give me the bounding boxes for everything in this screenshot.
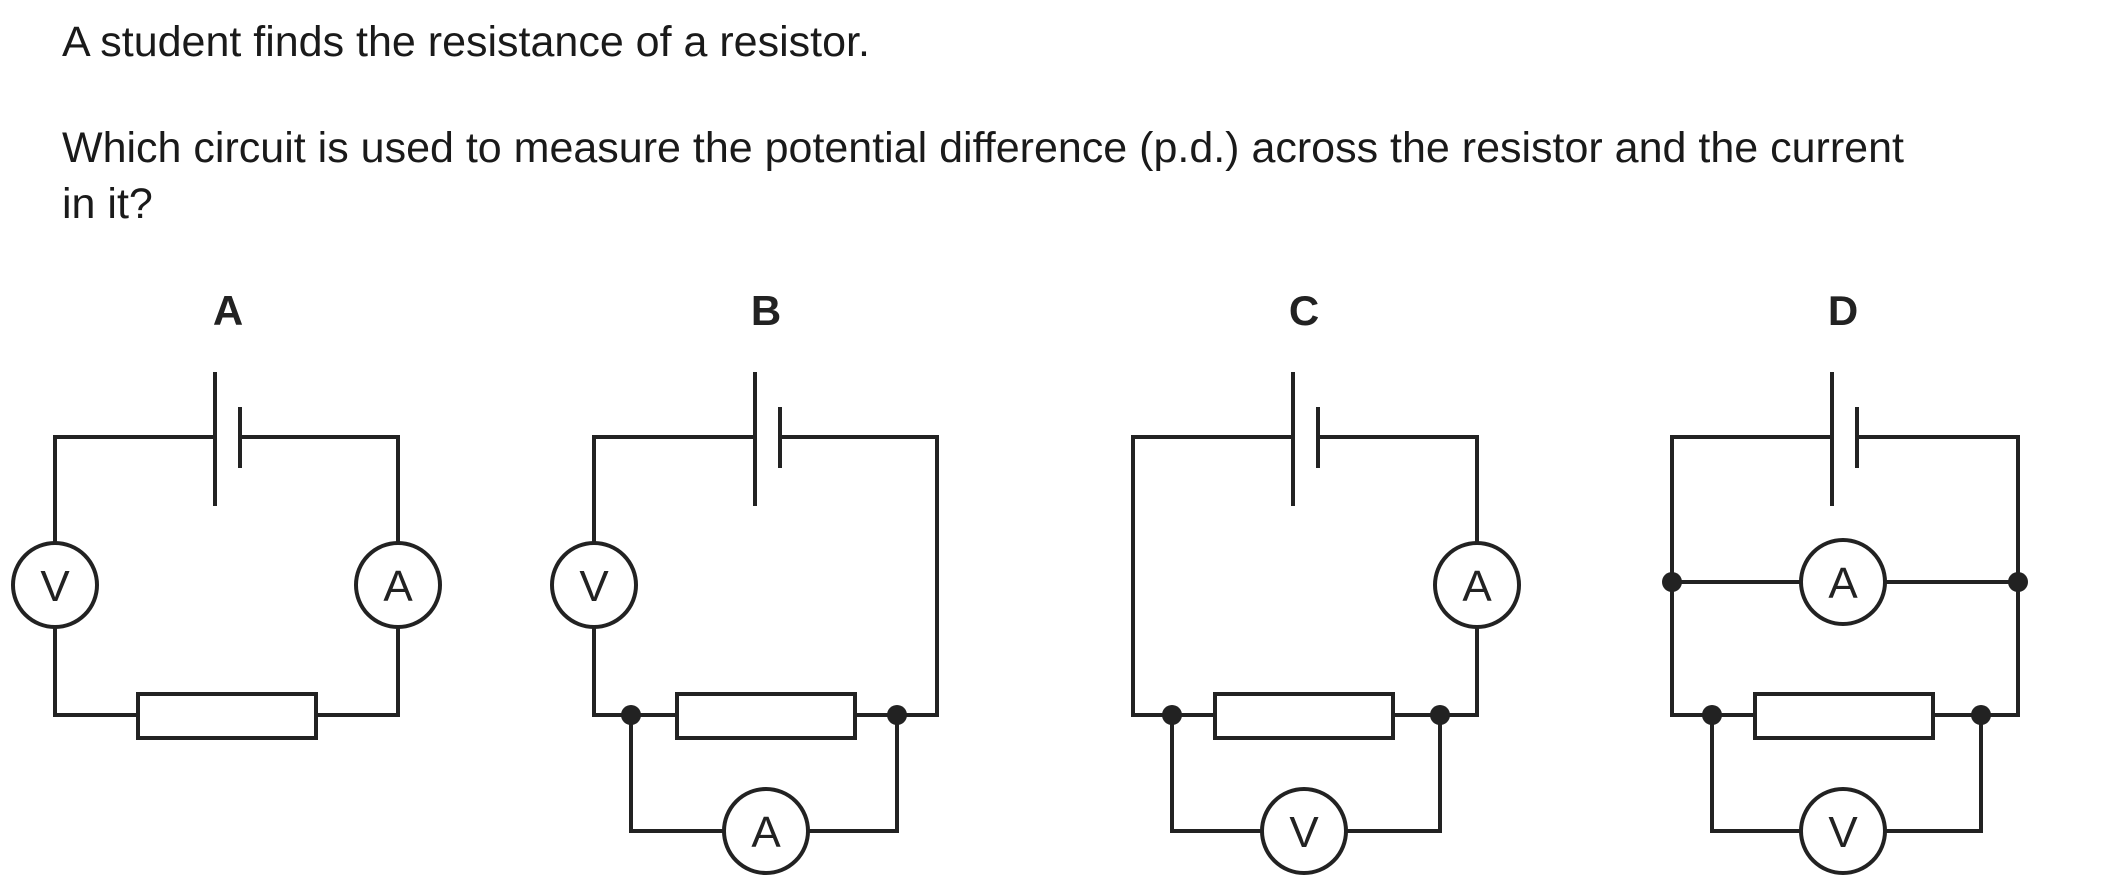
option-label-d: D — [1828, 287, 1858, 334]
wire — [1393, 625, 1479, 717]
wire — [240, 435, 400, 545]
wire — [592, 435, 755, 545]
wire — [53, 625, 138, 717]
circuit-option-b[interactable]: B V A — [550, 287, 939, 875]
wire — [592, 625, 677, 717]
wire — [780, 435, 939, 717]
circuit-option-a[interactable]: A V A — [11, 287, 442, 740]
junction-dot — [1662, 572, 1682, 592]
resistor — [136, 692, 318, 740]
ammeter-symbol: A — [383, 562, 413, 611]
wire — [53, 435, 215, 545]
question-prompt-continued: in it? — [62, 180, 153, 228]
ammeter-symbol: A — [1828, 559, 1858, 608]
ammeter-symbol: A — [751, 808, 781, 857]
ammeter-symbol: A — [1462, 562, 1492, 611]
voltmeter-symbol: V — [1828, 808, 1858, 857]
ammeter: A — [1433, 541, 1521, 629]
resistor — [1753, 692, 1935, 740]
voltmeter-symbol: V — [1289, 808, 1319, 857]
option-label-c: C — [1289, 287, 1319, 334]
wire — [808, 715, 899, 833]
voltmeter-symbol: V — [40, 562, 70, 611]
junction-dot — [2008, 572, 2028, 592]
question-prompt: Which circuit is used to measure the pot… — [62, 124, 1904, 172]
voltmeter: V — [11, 541, 99, 629]
wire — [1170, 715, 1262, 833]
question-intro: A student finds the resistance of a resi… — [62, 18, 870, 66]
junction-dot — [1702, 705, 1722, 725]
wire — [1346, 715, 1442, 833]
wire — [1885, 715, 1983, 833]
voltmeter: V — [1799, 787, 1887, 875]
voltmeter: V — [550, 541, 638, 629]
junction-dot — [1162, 705, 1182, 725]
ammeter: A — [722, 787, 810, 875]
junction-dot — [1430, 705, 1450, 725]
wire — [316, 625, 400, 717]
junction-dot — [1971, 705, 1991, 725]
wire — [1710, 715, 1801, 833]
resistor — [675, 692, 857, 740]
wire — [1318, 435, 1479, 545]
wire — [629, 715, 724, 833]
option-label-a: A — [213, 287, 243, 334]
wire — [1131, 435, 1293, 717]
voltmeter-symbol: V — [579, 562, 609, 611]
voltmeter: V — [1260, 787, 1348, 875]
junction-dot — [621, 705, 641, 725]
ammeter: A — [354, 541, 442, 629]
option-label-b: B — [751, 287, 781, 334]
resistor — [1213, 692, 1395, 740]
circuit-option-c[interactable]: C A V — [1131, 287, 1521, 875]
junction-dot — [887, 705, 907, 725]
ammeter: A — [1799, 538, 1887, 626]
circuit-option-d[interactable]: D A V — [1662, 287, 2028, 875]
